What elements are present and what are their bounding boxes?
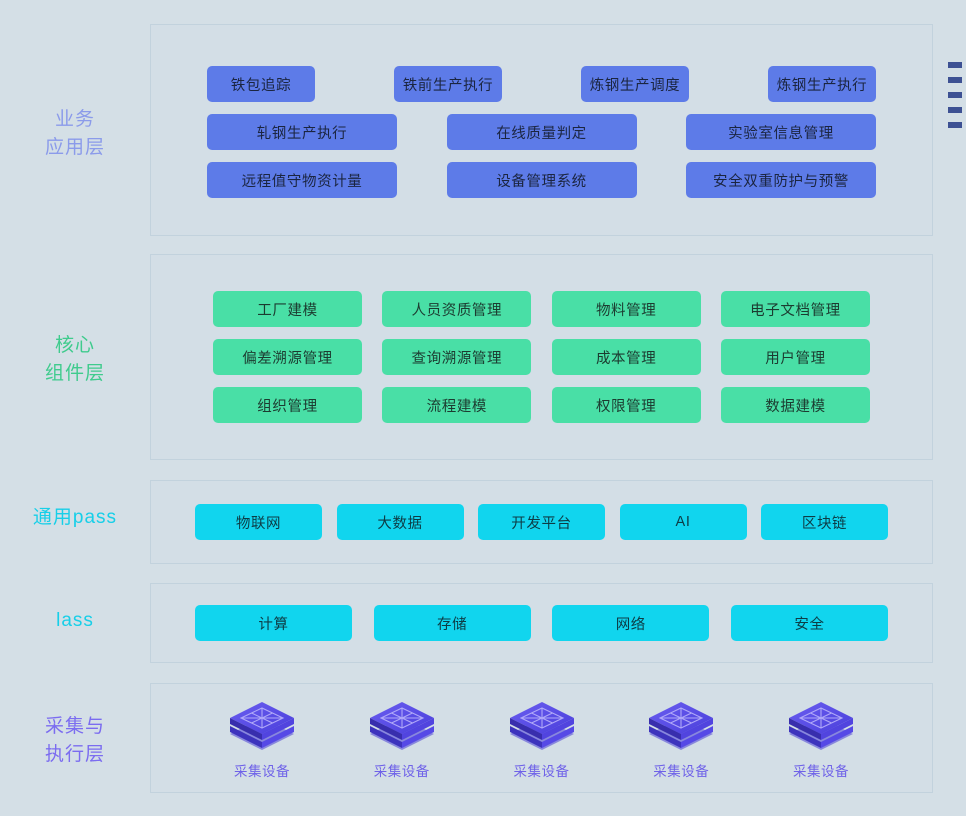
chip-permission-management[interactable]: 权限管理 (551, 387, 701, 423)
isometric-cube-icon (645, 696, 717, 754)
chip-personnel-qualification[interactable]: 人员资质管理 (382, 291, 532, 327)
chip-dev-platform[interactable]: 开发平台 (478, 504, 605, 540)
layer-label-business-application: 业务 应用层 (44, 109, 105, 158)
chip-cost-management[interactable]: 成本管理 (551, 339, 701, 375)
panel-acquisition-execution: 采集设备 (150, 683, 933, 793)
chip-edoc-management[interactable]: 电子文档管理 (720, 291, 870, 327)
layer-label-iaas: lass (56, 610, 94, 631)
layer-label-paas: 通用pass (32, 507, 118, 528)
layer-label-core-components: 核心 组件层 (44, 335, 105, 384)
bullet-marker-icon (948, 77, 962, 83)
bullet-marker-icon (948, 107, 962, 113)
core-row-3: 组织管理 流程建模 权限管理 数据建模 (151, 381, 932, 429)
device-item[interactable]: 采集设备 (207, 696, 317, 780)
device-caption: 采集设备 (653, 764, 710, 779)
chip-iot[interactable]: 物联网 (195, 504, 322, 540)
bullet-marker-icon (948, 62, 962, 68)
app-row-2: 轧钢生产执行 在线质量判定 实验室信息管理 (151, 108, 932, 156)
bullet-marker-icon (948, 122, 962, 128)
iaas-row-1: 计算 存储 网络 安全 (151, 604, 932, 642)
chip-data-modeling[interactable]: 数据建模 (720, 387, 870, 423)
chip-query-tracing[interactable]: 查询溯源管理 (382, 339, 532, 375)
device-item[interactable]: 采集设备 (626, 696, 736, 780)
edge-bullet-markers (948, 62, 966, 128)
chip-lab-information-management[interactable]: 实验室信息管理 (686, 114, 876, 150)
device-item[interactable]: 采集设备 (347, 696, 457, 780)
device-item[interactable]: 采集设备 (487, 696, 597, 780)
chip-deviation-tracing[interactable]: 偏差溯源管理 (213, 339, 362, 375)
device-caption: 采集设备 (793, 764, 849, 779)
chip-ironmaking-execution[interactable]: 铁前生产执行 (394, 66, 502, 102)
device-caption: 采集设备 (234, 764, 290, 779)
chip-user-management[interactable]: 用户管理 (720, 339, 870, 375)
chip-security[interactable]: 安全 (730, 605, 888, 641)
chip-steelmaking-execution[interactable]: 炼钢生产执行 (768, 66, 876, 102)
chip-remote-material-metering[interactable]: 远程值守物资计量 (207, 162, 397, 198)
isometric-cube-icon (366, 696, 438, 754)
chip-storage[interactable]: 存储 (373, 605, 531, 641)
chip-blockchain[interactable]: 区块链 (761, 504, 888, 540)
panel-core-components: 工厂建模 人员资质管理 物料管理 电子文档管理 偏差溯源管理 查询溯源管理 成本… (150, 254, 933, 460)
app-row-3: 远程值守物资计量 设备管理系统 安全双重防护与预警 (151, 156, 932, 204)
bullet-marker-icon (948, 92, 962, 98)
chip-iron-ladle-tracking[interactable]: 铁包追踪 (207, 66, 315, 102)
chip-rolling-execution[interactable]: 轧钢生产执行 (207, 114, 397, 150)
isometric-cube-icon (785, 696, 857, 754)
panel-business-application: 铁包追踪 铁前生产执行 炼钢生产调度 炼钢生产执行 轧钢生产执行 在线质量判定 … (150, 24, 933, 236)
panel-paas: 物联网 大数据 开发平台 AI 区块链 (150, 480, 933, 564)
device-row: 采集设备 (151, 684, 932, 792)
app-row-1: 铁包追踪 铁前生产执行 炼钢生产调度 炼钢生产执行 (151, 60, 932, 108)
device-caption: 采集设备 (373, 764, 430, 779)
isometric-cube-icon (226, 696, 298, 754)
chip-equipment-management[interactable]: 设备管理系统 (446, 162, 637, 198)
core-row-2: 偏差溯源管理 查询溯源管理 成本管理 用户管理 (151, 333, 932, 381)
chip-factory-modeling[interactable]: 工厂建模 (213, 291, 362, 327)
isometric-cube-icon (506, 696, 578, 754)
device-item[interactable]: 采集设备 (766, 696, 876, 780)
chip-network[interactable]: 网络 (552, 605, 710, 641)
chip-online-quality-judgement[interactable]: 在线质量判定 (446, 114, 637, 150)
device-caption: 采集设备 (513, 764, 570, 779)
chip-safety-dual-prevention[interactable]: 安全双重防护与预警 (686, 162, 876, 198)
layer-label-acquisition-execution: 采集与 执行层 (44, 716, 105, 765)
chip-big-data[interactable]: 大数据 (336, 504, 464, 540)
chip-material-management[interactable]: 物料管理 (551, 291, 701, 327)
chip-ai[interactable]: AI (619, 504, 747, 540)
panel-iaas: 计算 存储 网络 安全 (150, 583, 933, 663)
chip-process-modeling[interactable]: 流程建模 (382, 387, 532, 423)
chip-organization-management[interactable]: 组织管理 (213, 387, 362, 423)
chip-steelmaking-scheduling[interactable]: 炼钢生产调度 (581, 66, 689, 102)
core-row-1: 工厂建模 人员资质管理 物料管理 电子文档管理 (151, 285, 932, 333)
paas-row-1: 物联网 大数据 开发平台 AI 区块链 (151, 503, 932, 541)
chip-compute[interactable]: 计算 (195, 605, 352, 641)
